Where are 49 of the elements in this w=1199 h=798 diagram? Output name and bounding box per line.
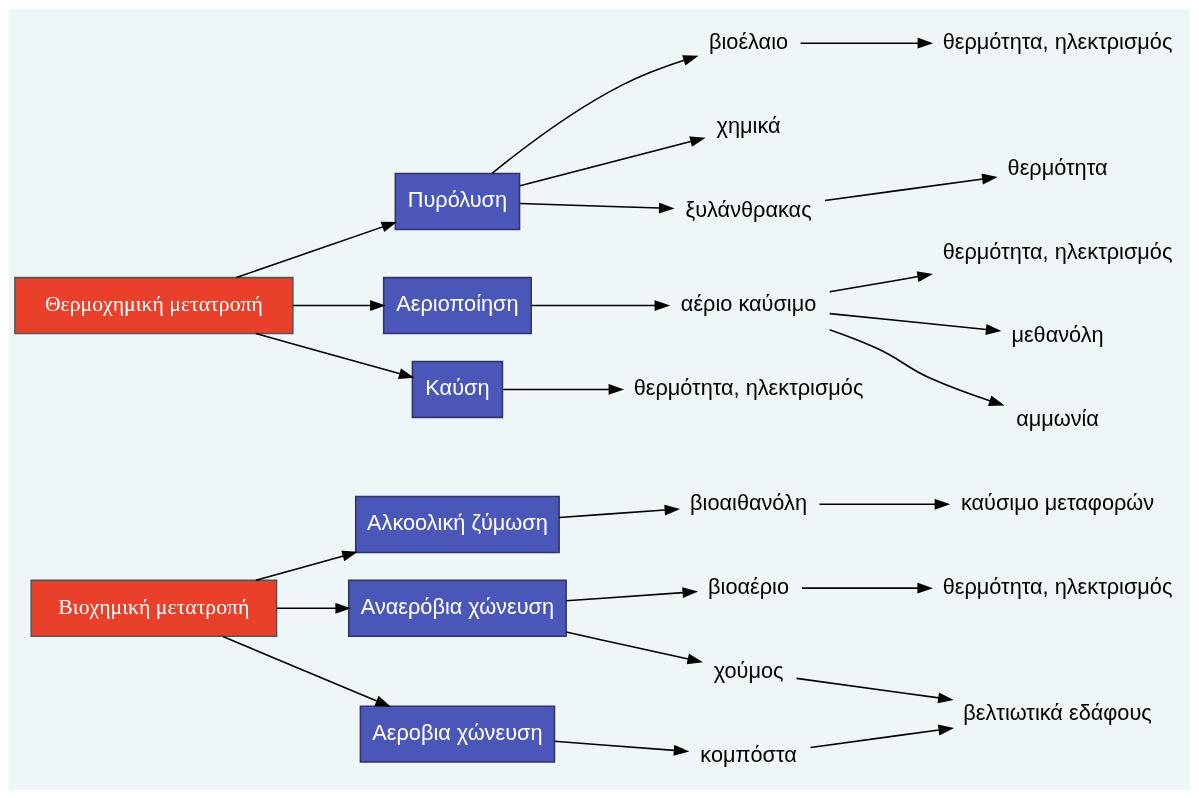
node-box: Αναερόβια χώνευση xyxy=(347,579,567,637)
node-text: αέριο καύσιμο xyxy=(680,290,817,316)
arrow xyxy=(824,173,998,201)
node-text: θερμότητα xyxy=(1007,154,1108,180)
arrow xyxy=(292,299,386,311)
arrow xyxy=(530,299,671,311)
node-text: μεθανόλη xyxy=(1011,321,1104,347)
node-box: Καύση xyxy=(411,360,504,418)
arrow xyxy=(501,383,625,395)
arrow xyxy=(235,221,398,278)
arrow xyxy=(491,54,699,174)
arrow xyxy=(828,312,1002,335)
node-text: θερμότητα, ηλεκτρισμός xyxy=(942,28,1173,54)
node-text: κομπόστα xyxy=(700,741,797,767)
arrow xyxy=(276,602,351,614)
arrow xyxy=(565,630,703,664)
node-text: βιοαιθανόλη xyxy=(690,489,807,515)
node-box: Αλκοολική ζύμωση xyxy=(354,495,560,553)
arrow xyxy=(222,635,391,707)
arrow xyxy=(519,202,675,213)
node-text: θερμότητα, ηλεκτρισμός xyxy=(942,573,1173,599)
node-box: Πυρόλυση xyxy=(394,172,521,230)
arrow xyxy=(809,724,955,748)
node-text: καύσιμο μεταφορών xyxy=(960,489,1155,515)
arrow xyxy=(799,37,934,49)
arrow xyxy=(818,498,951,510)
arrow xyxy=(553,740,690,756)
arrow xyxy=(795,677,954,703)
node-text: θερμότητα, ηλεκτρισμός xyxy=(633,374,864,400)
arrow xyxy=(255,332,415,379)
node-text: βιοαέριο xyxy=(708,573,790,599)
node-box: Θερμοχημική μετατροπή xyxy=(14,276,294,334)
arrow xyxy=(565,586,699,602)
node-text: αμμωνία xyxy=(1016,405,1099,431)
arrow xyxy=(558,504,681,518)
node-text: χημικά xyxy=(716,112,781,138)
arrow xyxy=(255,550,358,581)
node-text: ξυλάνθρακας xyxy=(685,196,812,222)
node-box: Αεροβια χώνευση xyxy=(359,704,556,763)
node-text: βελτιωτικά εδάφους xyxy=(963,699,1152,725)
node-text: βιοέλαιο xyxy=(709,28,789,54)
arrow xyxy=(801,582,933,594)
arrow xyxy=(828,270,933,293)
node-box: Αεριοποίηση xyxy=(382,276,532,334)
node-text: θερμότητα, ηλεκτρισμός xyxy=(942,238,1173,264)
node-box: Βιοχημική μετατροπή xyxy=(30,579,278,637)
arrow xyxy=(519,135,706,186)
node-text: χούμος xyxy=(713,657,784,683)
arrow xyxy=(828,328,1005,406)
